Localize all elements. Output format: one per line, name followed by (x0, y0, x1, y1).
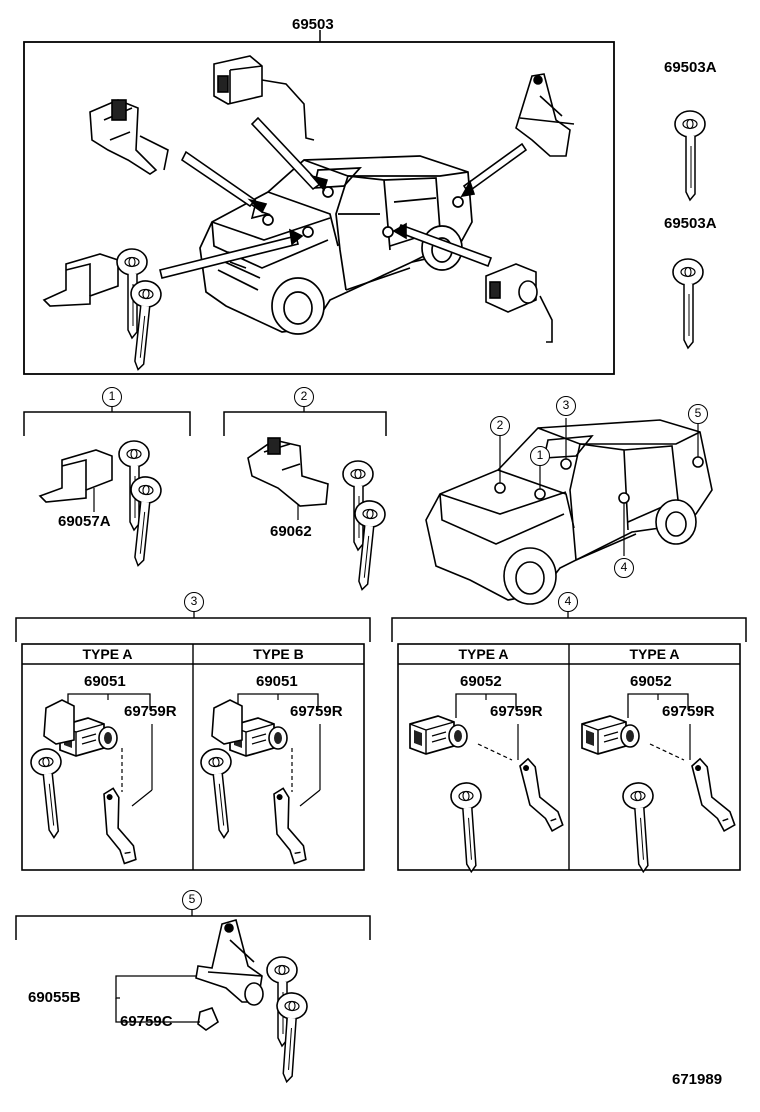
group4-type-a-header-left: TYPE A (458, 646, 509, 662)
locator-callout-1: 1 (530, 446, 550, 466)
part-number-69759r-g4a: 69759R (490, 703, 543, 720)
callout-1: 1 (102, 387, 122, 407)
group3-type-b-header: TYPE B (253, 646, 304, 662)
figure-number: 671989 (672, 1071, 723, 1088)
part-number-69052-a2: 69052 (630, 673, 672, 690)
part-number-69759c: 69759C (120, 1013, 173, 1030)
group3-type-a-header: TYPE A (82, 646, 133, 662)
part-number-69759r-g3a: 69759R (124, 703, 177, 720)
part-number-69057a: 69057A (58, 513, 111, 530)
locator-callout-4: 4 (614, 558, 634, 578)
vehicle-locator-illustration (425, 419, 713, 605)
part-number-69759r-g3b: 69759R (290, 703, 343, 720)
part-number-key-69503a-bottom: 69503A (664, 215, 717, 232)
locator-callout-3: 3 (556, 396, 576, 416)
locator-callout-2: 2 (490, 416, 510, 436)
callout-5: 5 (182, 890, 202, 910)
part-number-key-69503a-top: 69503A (664, 59, 717, 76)
callout-2: 2 (294, 387, 314, 407)
part-number-69062: 69062 (270, 523, 312, 540)
part-number-69051-a: 69051 (84, 673, 126, 690)
locator-callout-5: 5 (688, 404, 708, 424)
vehicle-illustration (199, 155, 473, 335)
group4-type-a-header-right: TYPE A (629, 646, 680, 662)
part-number-69759r-g4a2: 69759R (662, 703, 715, 720)
callout-3: 3 (184, 592, 204, 612)
part-number-69052-a: 69052 (460, 673, 502, 690)
callout-4: 4 (558, 592, 578, 612)
part-number-69503: 69503 (292, 16, 334, 33)
part-number-69051-b: 69051 (256, 673, 298, 690)
part-number-69055b: 69055B (28, 989, 81, 1006)
